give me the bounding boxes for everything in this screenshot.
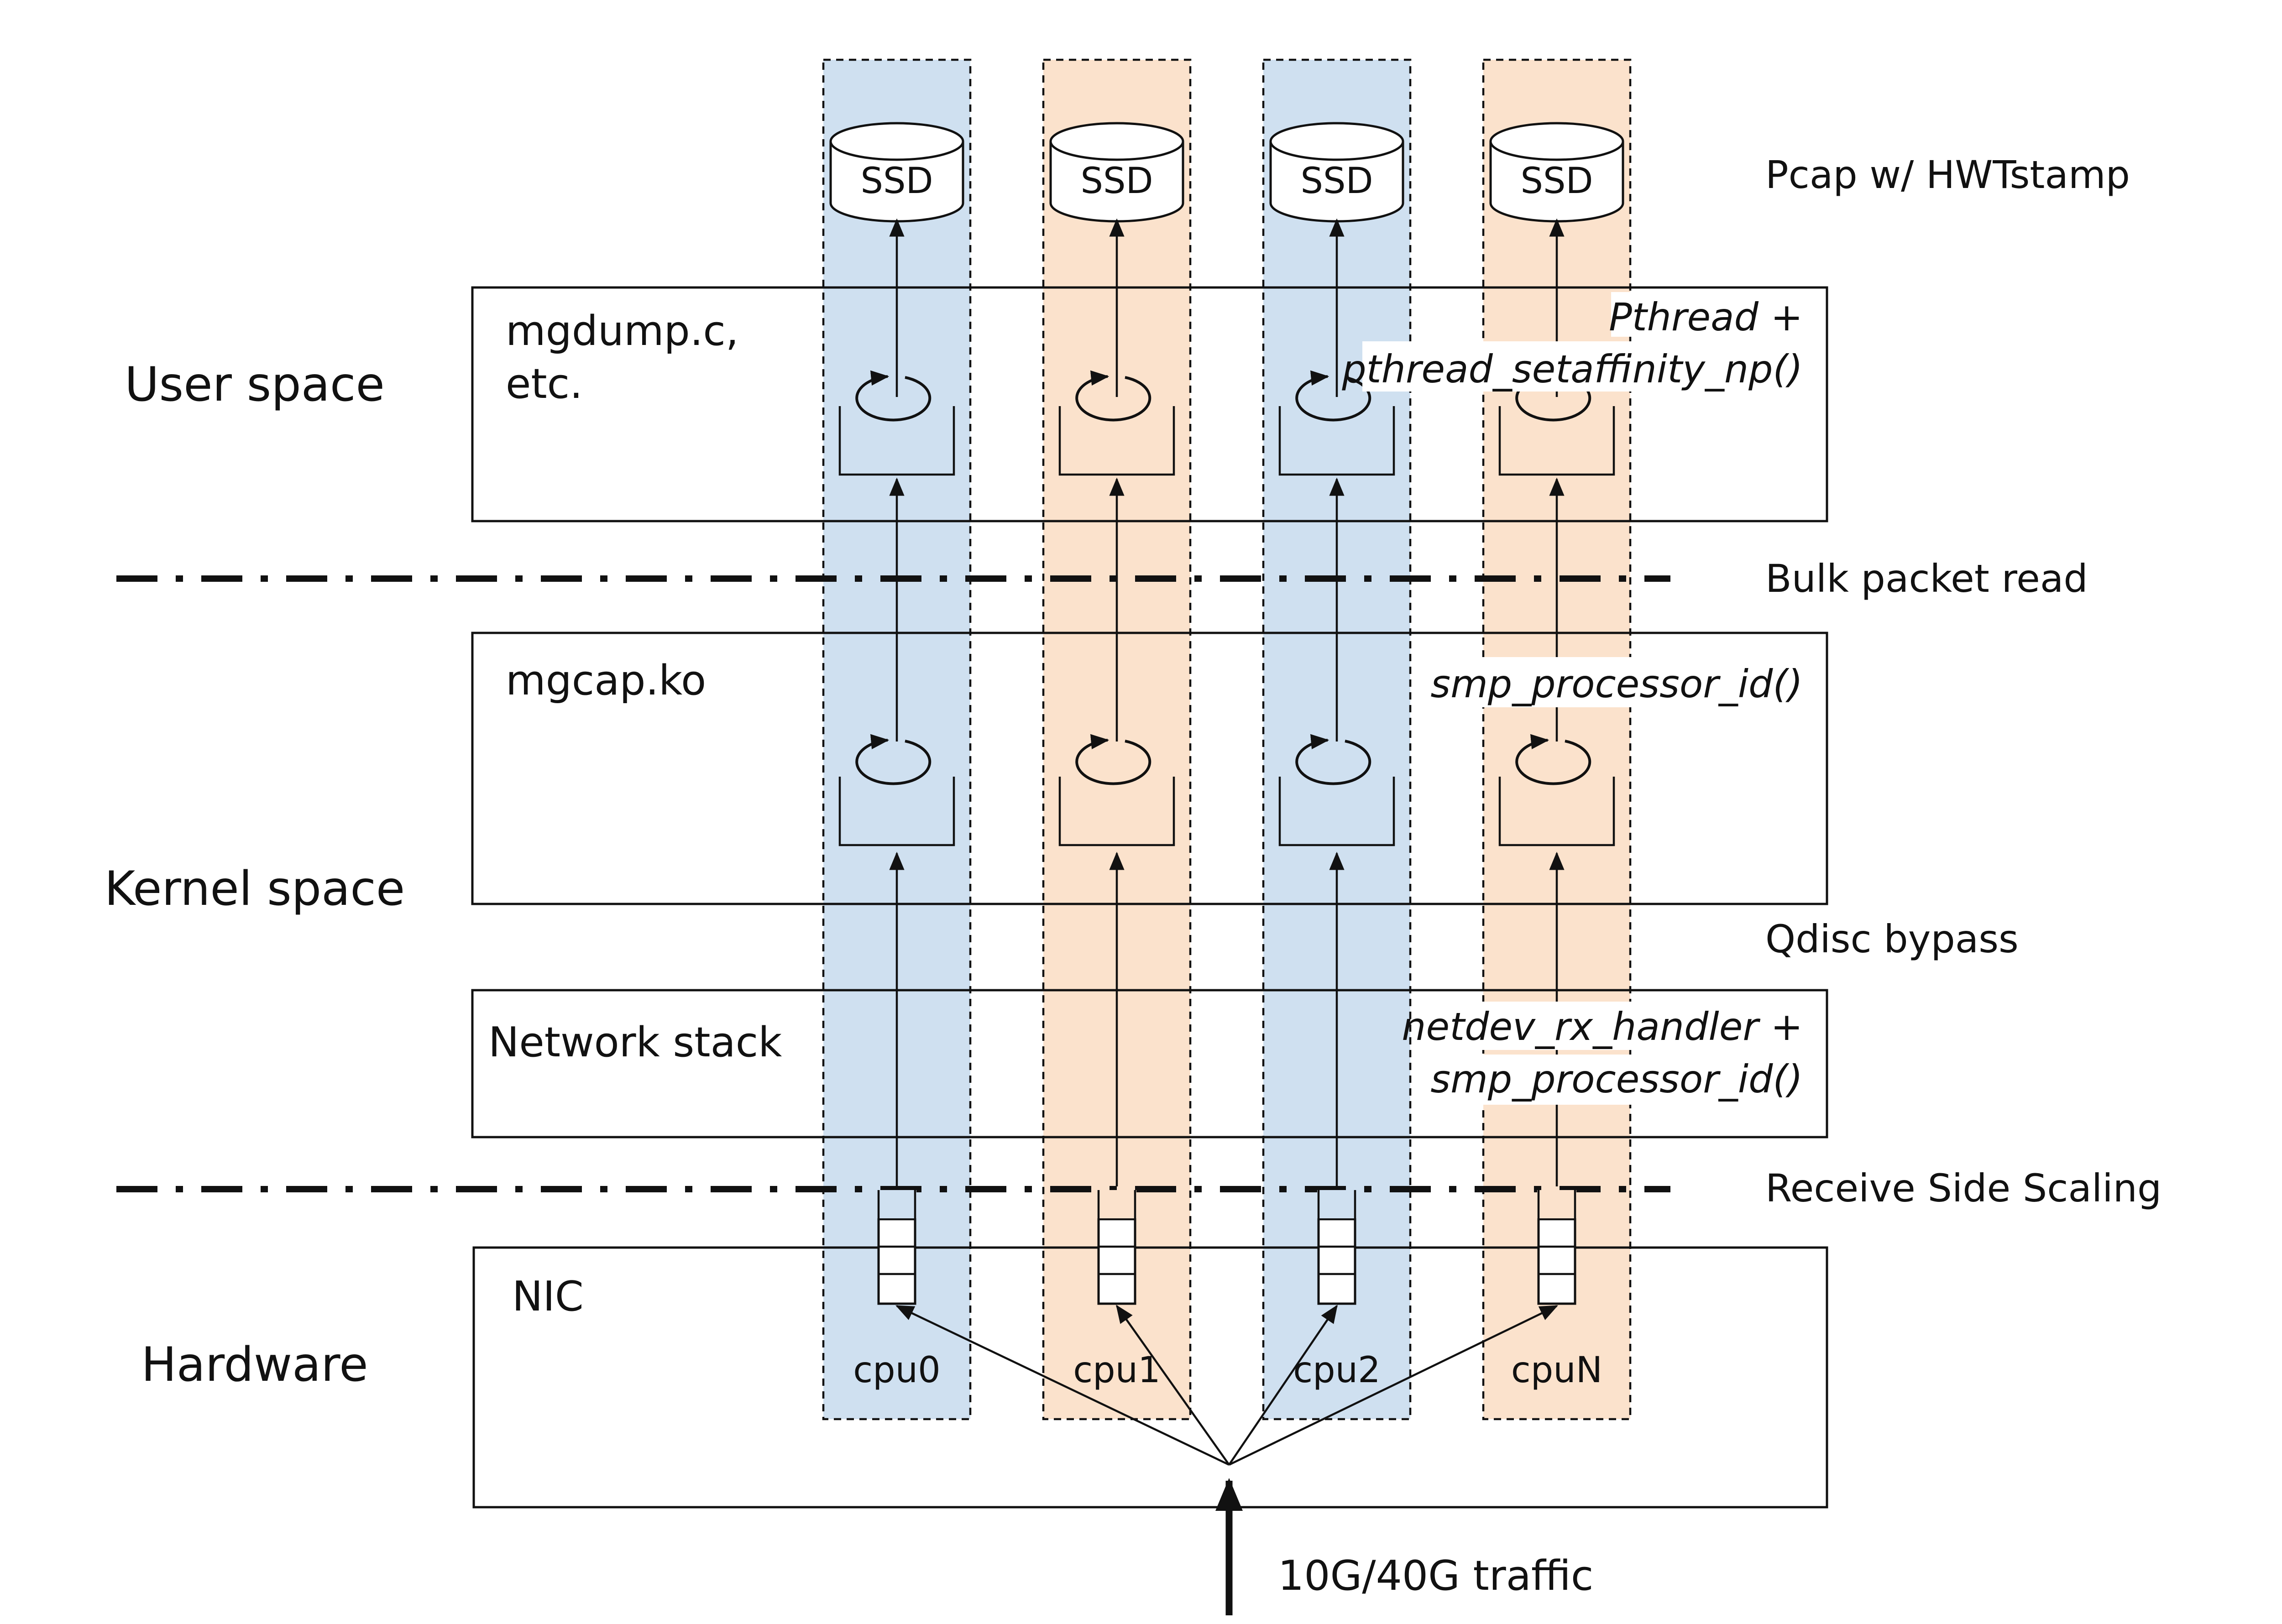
- kernel-ring-buffer-icon: [1058, 777, 1175, 846]
- ring-rotation-icon: [855, 370, 932, 422]
- ssd-label: SSD: [1080, 161, 1153, 202]
- traffic-label: 10G/40G traffic: [1278, 1552, 1593, 1600]
- user-box-title-line1: mgdump.c,: [506, 307, 738, 355]
- rss-dispatch-arrow: [895, 1305, 1230, 1466]
- api-note-setaffinity: pthread_setaffinity_np(): [1341, 347, 1803, 392]
- user-ring-buffer-icon: [1498, 406, 1615, 476]
- layer-label-kernel-space: Kernel space: [105, 862, 405, 916]
- api-note-backing: [1611, 292, 1814, 337]
- ssd-icon-top: [829, 122, 964, 161]
- ssd-icon-top: [1049, 122, 1184, 161]
- rx-queue-open-top: [1097, 1190, 1136, 1218]
- user-space-box: [471, 286, 1828, 522]
- cpu-label-cpuN: cpuN: [1511, 1350, 1602, 1391]
- kernel-ring-buffer-icon: [1498, 777, 1615, 846]
- annotation-rss: Receive Side Scaling: [1765, 1166, 2162, 1211]
- ring-rotation-icon: [1295, 734, 1371, 785]
- cpu-pipeline-cpu2: SSD cpu2: [1228, 122, 1404, 1466]
- annotation-pcap: Pcap w/ HWTstamp: [1765, 152, 2130, 197]
- ssd-icon-top: [1269, 122, 1404, 161]
- cpu-label-cpu0: cpu0: [853, 1350, 940, 1391]
- rx-queue-open-top: [1317, 1190, 1356, 1218]
- rss-dispatch-arrow: [1228, 1305, 1338, 1466]
- user-ring-buffer-icon: [1278, 406, 1395, 476]
- rss-dispatch-arrow: [1116, 1305, 1230, 1466]
- user-ring-buffer-icon: [1058, 406, 1175, 476]
- ssd-icon-top: [1489, 122, 1624, 161]
- user-ring-buffer-icon: [838, 406, 955, 476]
- kernel-ring-buffer-icon: [1278, 777, 1395, 846]
- api-note-kernel-smp: smp_processor_id(): [1430, 662, 1803, 706]
- kernel-module-box: [471, 632, 1828, 905]
- network-stack-box: [471, 989, 1828, 1138]
- cpu-column-bands: [822, 58, 1632, 1420]
- cpu-label-cpu2: cpu2: [1293, 1350, 1380, 1391]
- api-note-network-smp: smp_processor_id(): [1430, 1057, 1803, 1102]
- api-note-pthread: Pthread +: [1609, 295, 1803, 339]
- api-note-rx-handler: netdev_rx_handler +: [1402, 1004, 1803, 1049]
- annotation-bulk-read: Bulk packet read: [1765, 556, 2088, 601]
- rss-dispatch-arrow: [1229, 1305, 1558, 1466]
- layer-label-hardware: Hardware: [141, 1337, 368, 1392]
- api-note-backing: [1445, 1055, 1814, 1105]
- ring-rotation-icon: [1075, 734, 1151, 785]
- cpu-pipeline-cpu1: SSD cpu1: [1049, 122, 1230, 1466]
- ring-rotation-icon: [855, 734, 932, 785]
- api-note-backing: [1424, 1002, 1814, 1050]
- api-note-backing: [1362, 341, 1814, 392]
- ssd-label: SSD: [860, 161, 933, 202]
- ssd-label: SSD: [1520, 161, 1593, 202]
- kernel-box-title: mgcap.ko: [506, 657, 706, 705]
- layer-label-user-space: User space: [125, 357, 385, 412]
- rx-queue-open-top: [1537, 1190, 1576, 1218]
- rx-queue-open-top: [877, 1190, 916, 1218]
- network-box-title: Network stack: [488, 1018, 782, 1066]
- ring-rotation-icon: [1075, 370, 1151, 422]
- user-box-title-line2: etc.: [506, 360, 583, 408]
- cpu-label-cpu1: cpu1: [1073, 1350, 1160, 1391]
- nic-box: [472, 1246, 1828, 1509]
- api-note-backing: [1445, 657, 1814, 707]
- ssd-label: SSD: [1300, 161, 1373, 202]
- nic-box-title: NIC: [512, 1273, 584, 1321]
- kernel-ring-buffer-icon: [838, 777, 955, 846]
- cpu-pipeline-cpu0: SSD cpu0: [829, 122, 1230, 1466]
- annotation-qdisc: Qdisc bypass: [1765, 917, 2019, 961]
- ring-rotation-icon: [1515, 734, 1591, 785]
